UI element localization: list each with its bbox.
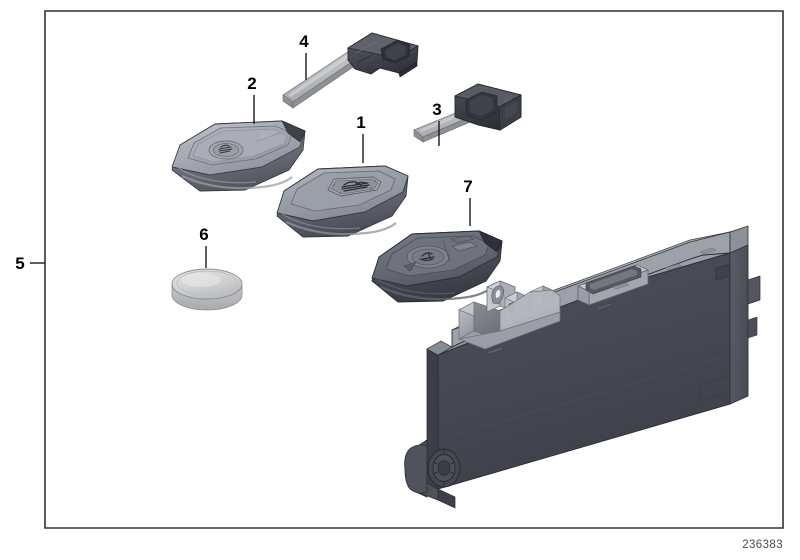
- callout-number-6: 6: [199, 225, 208, 244]
- callout-layer: 1 2 3 4 5 6 7: [15, 32, 472, 273]
- callout-number-2: 2: [247, 74, 256, 93]
- callout-number-7: 7: [463, 177, 472, 196]
- assembly-frame: [44, 10, 784, 529]
- key-blade-4: [282, 32, 420, 109]
- callout-number-1: 1: [356, 113, 365, 132]
- callout-number-4: 4: [299, 32, 309, 51]
- module-connector-block: [457, 280, 561, 350]
- callout-number-5: 5: [15, 254, 24, 273]
- remote-key-1: [276, 165, 409, 238]
- remote-key-7: [371, 230, 503, 303]
- diagram-part-number: 236383: [742, 539, 783, 551]
- callout-number-3: 3: [432, 100, 441, 119]
- control-module: [404, 225, 761, 509]
- coin-battery-6: [171, 268, 243, 311]
- remote-key-2: [171, 120, 306, 192]
- key-blade-3: [413, 83, 523, 143]
